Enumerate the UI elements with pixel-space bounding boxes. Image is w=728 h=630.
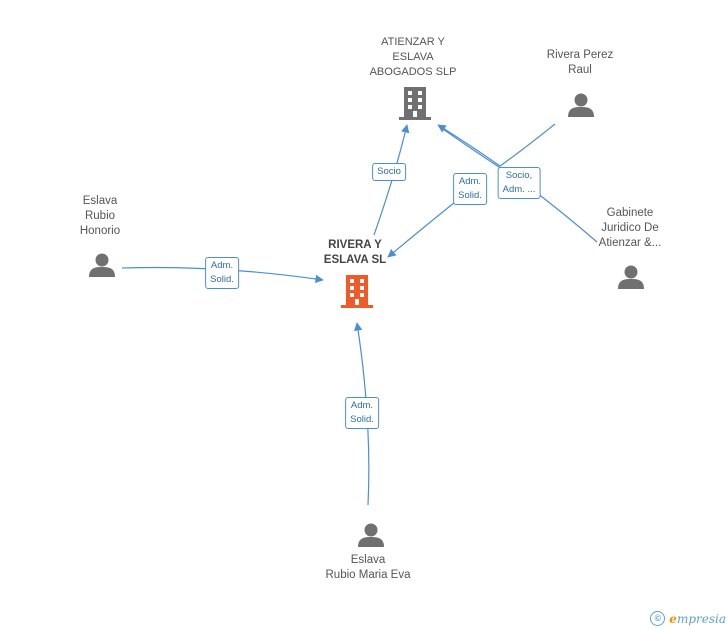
node-label-main[interactable]: RIVERA Y ESLAVA SL: [323, 239, 387, 266]
person-icon-eslava-honorio[interactable]: [89, 253, 115, 278]
edge-badge-socio[interactable]: Socio: [372, 163, 406, 181]
brand-logo[interactable]: empresia: [669, 611, 726, 626]
edge-badge-socio-adm[interactable]: Socio, Adm. ...: [497, 167, 541, 199]
person-icon-gabinete[interactable]: [618, 265, 644, 290]
edge-badge-adm-solid-rivera[interactable]: Adm. Solid.: [453, 173, 487, 205]
person-icon-rivera-perez[interactable]: [568, 93, 594, 118]
copyright-icon: ©: [650, 611, 666, 626]
node-label-eslava-eva[interactable]: Eslava Rubio Maria Eva: [325, 554, 411, 581]
node-label-gabinete[interactable]: Gabinete Juridico De Atienzar &...: [598, 207, 662, 249]
atienzar-company-icon[interactable]: [399, 87, 431, 120]
edge-badge-adm-solid-eva[interactable]: Adm. Solid.: [345, 397, 379, 429]
footer-brand: © empresia: [650, 611, 726, 626]
node-label-atienzar[interactable]: ATIENZAR Y ESLAVA ABOGADOS SLP: [369, 36, 457, 78]
node-label-eslava-honorio[interactable]: Eslava Rubio Honorio: [79, 195, 121, 237]
edge-rivera-atienzar: [437, 123, 556, 167]
edge-badge-adm-solid-honorio[interactable]: Adm. Solid.: [205, 257, 239, 289]
person-icon-eslava-eva[interactable]: [358, 523, 384, 548]
node-label-rivera-perez[interactable]: Rivera Perez Raul: [546, 49, 614, 76]
main-company-icon[interactable]: [341, 275, 373, 308]
